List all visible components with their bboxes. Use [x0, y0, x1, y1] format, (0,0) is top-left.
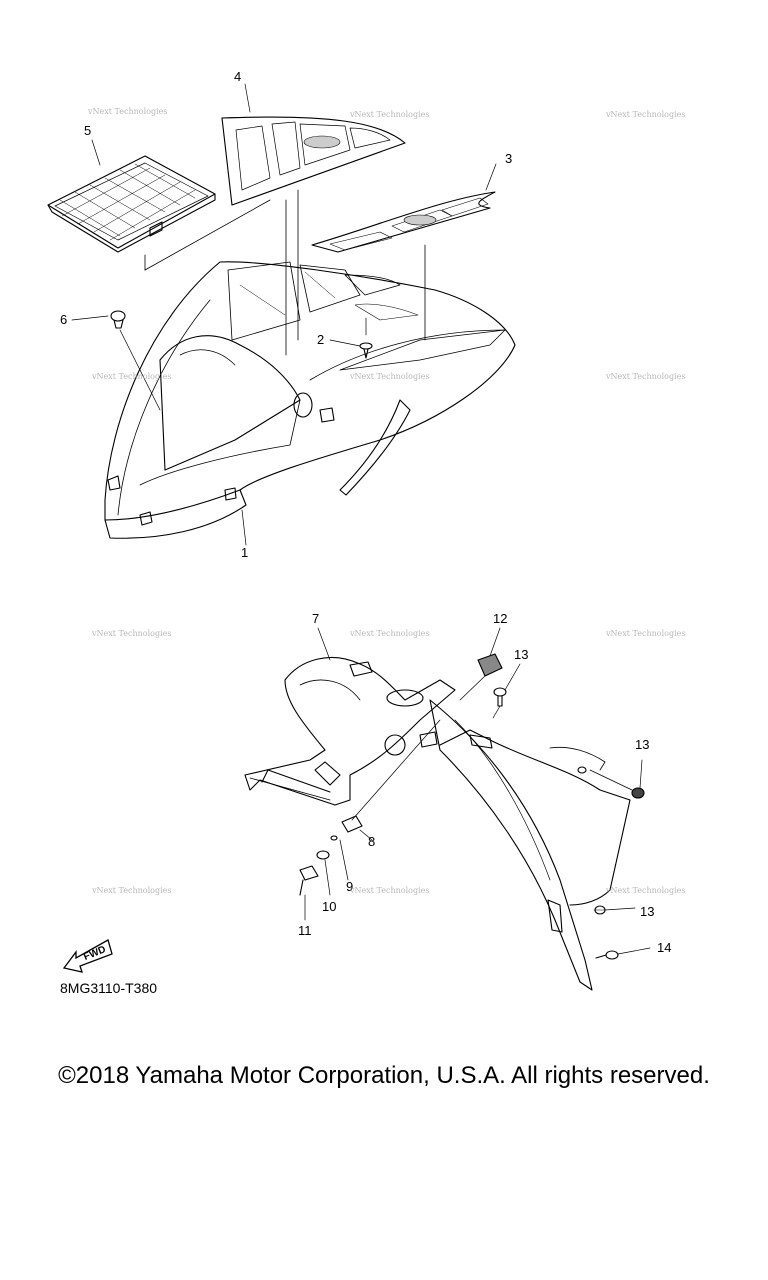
part-hull-side: [429, 699, 631, 991]
assembly-lines: [144, 189, 426, 356]
callout-14: 14: [657, 940, 672, 955]
watermark: vNext Technologies: [92, 886, 172, 895]
callout-7: 7: [312, 611, 320, 626]
part-6-bolt: [110, 310, 161, 411]
part-5-grille: [47, 155, 216, 253]
part-12-plug: [459, 653, 503, 701]
bottom-leaders: [317, 627, 643, 789]
part-1-hull: [104, 261, 516, 539]
callout-13-right: 13: [635, 737, 650, 752]
callout-2: 2: [317, 332, 325, 347]
watermark: vNext Technologies: [606, 629, 686, 638]
callout-8: 8: [368, 834, 376, 849]
part-3-panel: [311, 191, 496, 253]
callout-5: 5: [84, 123, 92, 138]
callout-9: 9: [346, 879, 354, 894]
fwd-arrow-icon: FWD: [62, 939, 113, 973]
callout-3: 3: [505, 151, 513, 166]
part-7-bracket: [244, 656, 456, 806]
part-13-bolt-b: [589, 769, 645, 799]
callout-13-lower: 13: [640, 904, 655, 919]
callout-4: 4: [234, 69, 242, 84]
top-leaders: [71, 83, 497, 546]
watermark: vNext Technologies: [92, 372, 172, 381]
callout-11: 11: [298, 923, 312, 938]
callout-13-top: 13: [514, 647, 529, 662]
part-8-9-10-11-fasteners: [299, 719, 441, 921]
part-4-panel: [221, 116, 406, 206]
watermark: vNext Technologies: [88, 107, 168, 116]
parts-diagram: [47, 83, 651, 991]
watermark: vNext Technologies: [92, 629, 172, 638]
callout-1: 1: [241, 545, 249, 560]
part-14-screw: [595, 947, 651, 960]
part-13-bolt-c: [593, 905, 636, 915]
watermark: vNext Technologies: [350, 110, 430, 119]
watermark: vNext Technologies: [350, 629, 430, 638]
diagram-reference-code: 8MG3110-T380: [60, 980, 158, 996]
copyright-notice: ©2018 Yamaha Motor Corporation, U.S.A. A…: [58, 1062, 710, 1089]
watermark: vNext Technologies: [606, 886, 686, 895]
watermark: vNext Technologies: [606, 372, 686, 381]
part-13-bolt-a: [492, 687, 507, 719]
watermark: vNext Technologies: [350, 886, 430, 895]
callout-12: 12: [493, 611, 508, 626]
callout-10: 10: [322, 899, 337, 914]
watermark: vNext Technologies: [606, 110, 686, 119]
callout-6: 6: [60, 312, 68, 327]
watermark: vNext Technologies: [350, 372, 430, 381]
